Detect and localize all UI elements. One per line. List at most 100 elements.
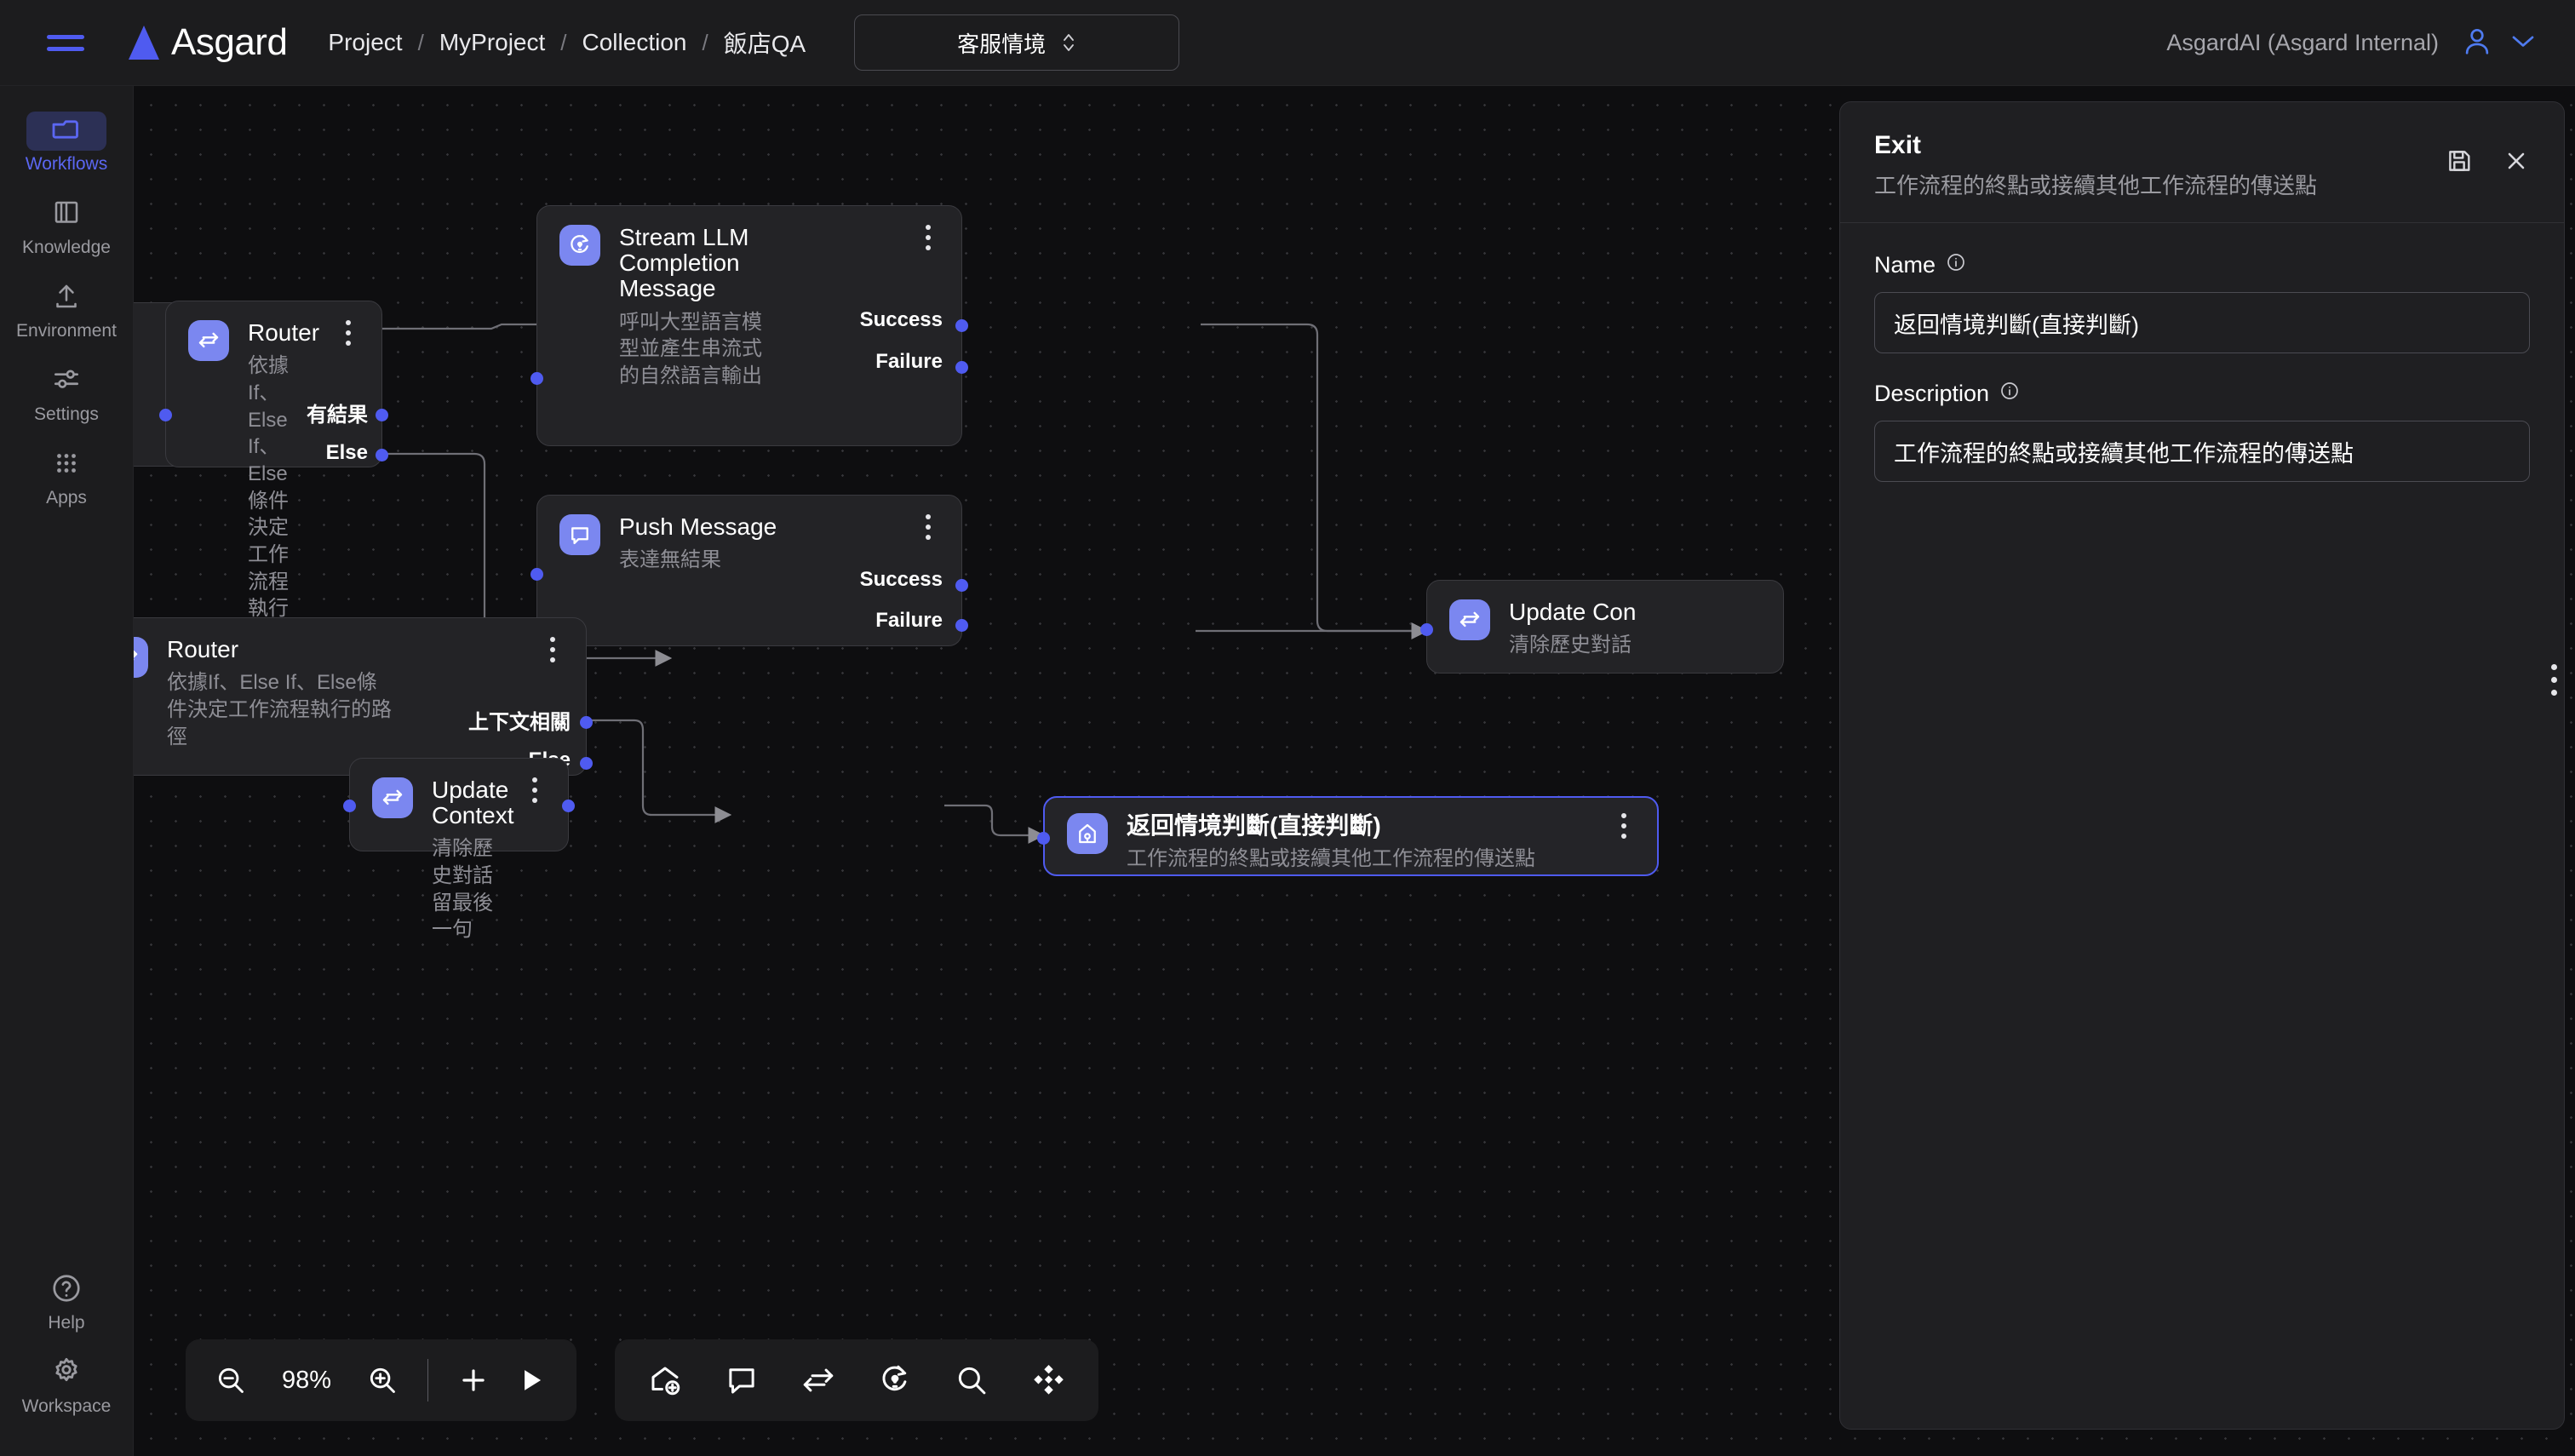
description-field-label: Description <box>1874 381 2530 407</box>
breadcrumb-separator: / <box>560 29 567 55</box>
brand-logo[interactable]: Asgard <box>129 21 288 64</box>
node-title: Update Con <box>1509 599 1637 625</box>
node-description: 表達無結果 <box>619 548 721 572</box>
node-input-port[interactable] <box>159 409 172 421</box>
workflow-node-update-context-right[interactable]: Update Con 清除歷史對話 <box>1420 580 1784 674</box>
sidebar-item-environment[interactable]: Environment <box>12 272 121 350</box>
node-output-port-context-related[interactable] <box>580 716 593 729</box>
sidebar-label-workflows: Workflows <box>25 154 108 174</box>
name-input[interactable] <box>1874 292 2530 353</box>
workflow-node-stream-llm[interactable]: Stream LLM Completion Message 呼叫大型語言模型並產… <box>530 205 968 446</box>
node-kebab-menu[interactable] <box>524 777 546 803</box>
node-kebab-menu[interactable] <box>337 320 359 346</box>
message-icon[interactable] <box>724 1362 760 1398</box>
node-description: 清除歷史對話留最後一句 <box>432 837 493 942</box>
llm-icon[interactable] <box>877 1362 913 1398</box>
properties-panel-header: Exit 工作流程的終點或接續其他工作流程的傳送點 <box>1840 102 2564 223</box>
organization-name: AsgardAI (Asgard Internal) <box>2166 29 2439 55</box>
left-sidebar: Workflows Knowledge Environment <box>0 86 134 1456</box>
panel-title: Exit <box>1874 131 1922 159</box>
workflow-node-exit-selected[interactable]: 返回情境判斷(直接判斷) 工作流程的終點或接續其他工作流程的傳送點 <box>1037 796 1659 876</box>
node-output-port-success[interactable] <box>955 319 968 332</box>
user-icon <box>2461 25 2493 61</box>
workflow-node-push-message[interactable]: Push Message 表達無結果 Success Failure <box>530 495 968 646</box>
question-circle-icon <box>50 1272 83 1309</box>
node-palette-toolbar <box>615 1339 1098 1421</box>
node-output-port-else[interactable] <box>580 757 593 770</box>
zoom-level-label: 98% <box>281 1366 332 1394</box>
workflow-node-router-bottom[interactable]: Router 依據If、Else If、Else條件決定工作流程執行的路徑 上下… <box>134 617 593 776</box>
node-output-port[interactable] <box>562 800 575 812</box>
breadcrumb-item-project[interactable]: Project <box>328 29 403 55</box>
hamburger-icon[interactable] <box>47 29 84 56</box>
breadcrumb-item-myproject[interactable]: MyProject <box>439 29 546 55</box>
node-input-port[interactable] <box>530 372 543 385</box>
node-kebab-menu[interactable] <box>917 514 939 540</box>
sidebar-item-workflows[interactable]: Workflows <box>12 105 121 183</box>
router-icon[interactable] <box>800 1362 836 1398</box>
close-icon[interactable] <box>2503 147 2530 175</box>
node-input-port[interactable] <box>1420 623 1433 636</box>
info-icon[interactable] <box>1946 252 1966 278</box>
node-title: Router <box>248 319 320 346</box>
node-input-port[interactable] <box>530 568 543 581</box>
play-icon[interactable] <box>515 1364 548 1396</box>
router-icon <box>134 637 148 678</box>
sidebar-label-environment: Environment <box>16 321 117 341</box>
node-output-port-failure[interactable] <box>955 361 968 374</box>
folder-icon <box>49 112 83 151</box>
gear-icon <box>49 1355 83 1393</box>
search-icon[interactable] <box>954 1362 989 1398</box>
plus-icon[interactable] <box>457 1364 490 1396</box>
node-port-label-else: Else <box>325 441 368 464</box>
sidebar-label-workspace: Workspace <box>21 1396 112 1416</box>
header-right: AsgardAI (Asgard Internal) <box>2166 25 2538 61</box>
breadcrumb-item-current[interactable]: 飯店QA <box>723 31 806 57</box>
add-exit-icon[interactable] <box>647 1362 683 1398</box>
info-icon[interactable] <box>1999 381 2020 407</box>
name-field-label: Name <box>1874 252 2530 278</box>
zoom-in-icon[interactable] <box>366 1364 399 1396</box>
workflow-node-router-top[interactable]: Router 依據If、Else If、Else條件決定工作流程執行的路徑 有結… <box>159 301 388 674</box>
node-output-port-failure[interactable] <box>955 619 968 632</box>
book-icon <box>51 198 82 232</box>
sidebar-item-settings[interactable]: Settings <box>12 355 121 433</box>
node-port-label-failure: Failure <box>875 350 943 373</box>
node-output-port-else[interactable] <box>376 449 388 461</box>
description-label-text: Description <box>1874 381 1990 406</box>
sidebar-item-apps[interactable]: Apps <box>12 439 121 517</box>
grid-dots-icon <box>52 449 81 482</box>
layout-icon[interactable] <box>1030 1362 1066 1398</box>
panel-collapse-handle[interactable] <box>2543 664 2565 696</box>
name-label-text: Name <box>1874 252 1936 278</box>
node-kebab-menu[interactable] <box>917 225 939 250</box>
node-description: 呼叫大型語言模型並產生串流式的自然語言輸出 <box>619 310 762 388</box>
sidebar-item-workspace[interactable]: Workspace <box>12 1347 121 1425</box>
node-input-port[interactable] <box>343 800 356 812</box>
sidebar-bottom-group: Help Workspace <box>12 1264 121 1456</box>
account-menu-button[interactable] <box>2461 25 2538 61</box>
workflow-node-update-context-left[interactable]: Update Context 清除歷史對話留最後一句 <box>343 758 575 941</box>
sidebar-item-knowledge[interactable]: Knowledge <box>12 188 121 267</box>
router-icon <box>1449 599 1490 640</box>
node-output-port-has-result[interactable] <box>376 409 388 421</box>
description-input[interactable] <box>1874 421 2530 482</box>
sidebar-item-help[interactable]: Help <box>12 1264 121 1342</box>
node-kebab-menu[interactable] <box>1613 813 1635 839</box>
zoom-out-icon[interactable] <box>215 1364 247 1396</box>
breadcrumb: Project / MyProject / Collection / 飯店QA <box>326 26 807 60</box>
breadcrumb-item-collection[interactable]: Collection <box>582 29 687 55</box>
node-port-label-success: Success <box>859 308 943 331</box>
node-port-label-has-result: 有結果 <box>307 404 368 427</box>
sliders-icon <box>50 364 83 400</box>
save-icon[interactable] <box>2445 146 2474 175</box>
node-description: 依據If、Else If、Else條件決定工作流程執行的路徑 <box>167 671 392 748</box>
node-kebab-menu[interactable] <box>542 637 564 662</box>
node-output-port-success[interactable] <box>955 579 968 592</box>
chevron-down-icon <box>2509 32 2538 54</box>
node-description: 清除歷史對話 <box>1509 633 1632 657</box>
node-input-port[interactable] <box>1037 832 1050 845</box>
environment-selector[interactable]: 客服情境 <box>854 14 1180 71</box>
breadcrumb-separator: / <box>702 29 708 55</box>
